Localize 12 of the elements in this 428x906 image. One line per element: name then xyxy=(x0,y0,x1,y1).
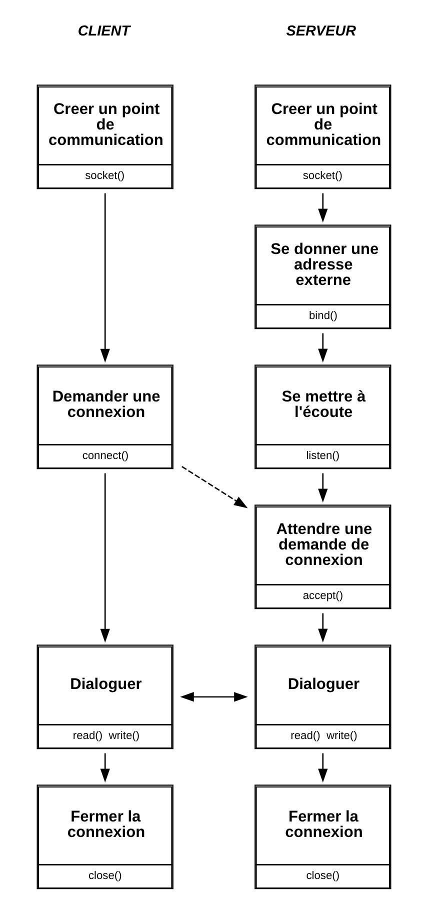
arrow xyxy=(100,753,110,783)
arrow xyxy=(318,193,328,223)
arrow xyxy=(100,193,110,363)
arrow xyxy=(182,466,248,508)
arrow xyxy=(100,473,110,643)
label: CLIENT xyxy=(78,24,130,40)
arrow xyxy=(318,613,328,643)
arrow xyxy=(180,692,248,702)
label: SERVEUR xyxy=(286,24,356,40)
arrow xyxy=(318,333,328,363)
arrow xyxy=(318,473,328,503)
arrow xyxy=(318,753,328,783)
